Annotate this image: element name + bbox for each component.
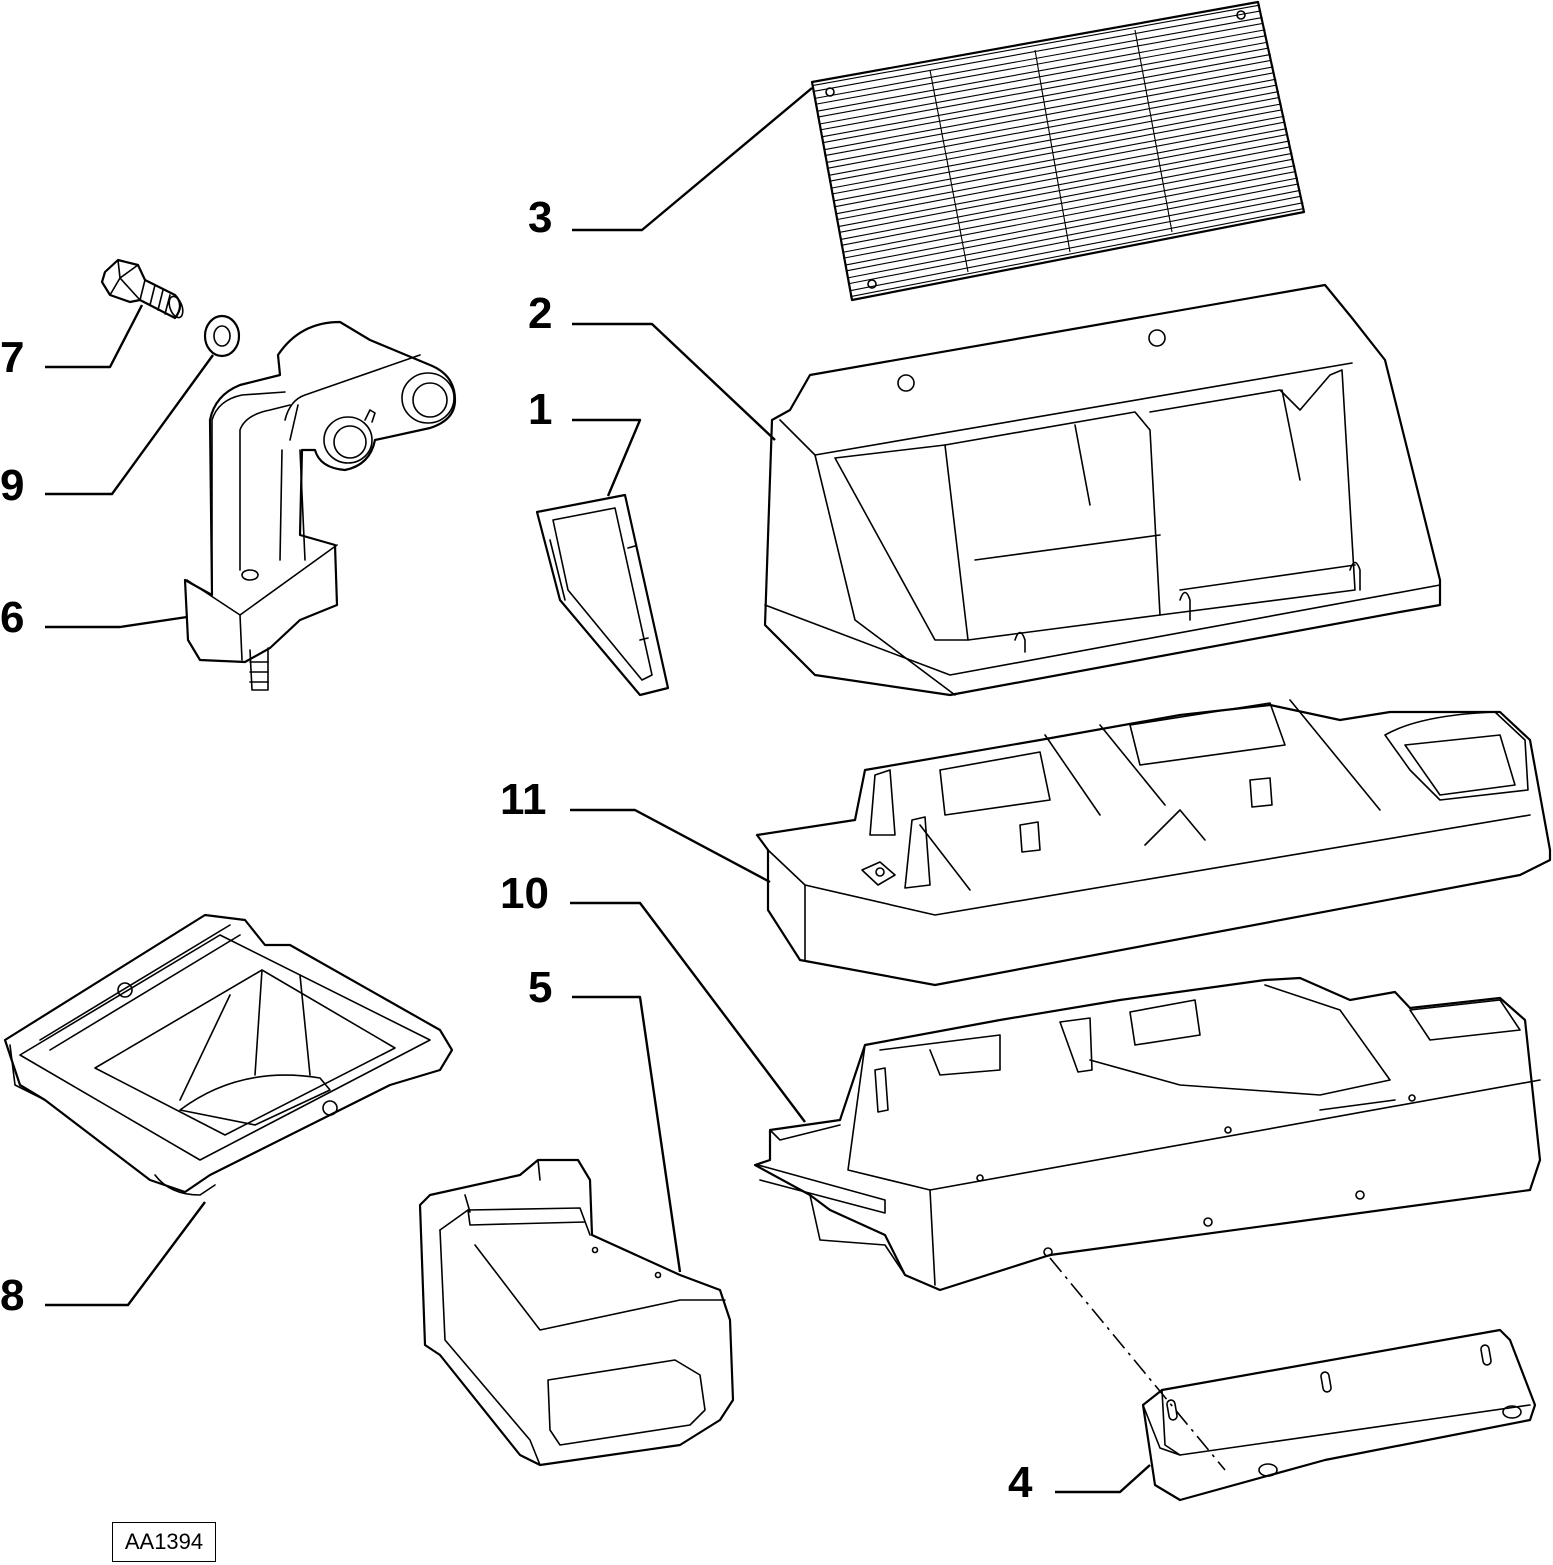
leader-line-8 (45, 1201, 206, 1307)
grille-slat (826, 78, 1277, 170)
reference-code: AA1394 (124, 1529, 204, 1554)
callout-10: 10 (500, 869, 549, 918)
grille-slat (833, 115, 1285, 208)
callout-8: 8 (0, 1271, 24, 1320)
leader-line-9 (45, 354, 214, 496)
grille-slat (836, 128, 1287, 221)
grille-slat (824, 66, 1274, 157)
leader-line-6 (45, 615, 188, 629)
callout-9: 9 (0, 461, 24, 510)
grille-slat (819, 41, 1269, 131)
grille-slat (812, 4, 1260, 93)
grille-slat (843, 165, 1296, 259)
grille-slat (850, 202, 1304, 298)
callout-11: 11 (500, 775, 547, 824)
callout-labels: 3 2 1 11 10 5 4 7 9 6 8 (0, 193, 1033, 1507)
callout-2: 2 (528, 289, 552, 338)
callout-6: 6 (0, 593, 24, 642)
part-8-flanged-pan (3, 913, 454, 1196)
grille-slat (847, 189, 1301, 285)
part-4-bracket (1141, 1328, 1537, 1502)
callout-3: 3 (528, 193, 552, 242)
grille-slat (829, 90, 1279, 182)
callout-1: 1 (528, 385, 552, 434)
callout-5: 5 (528, 963, 552, 1012)
leader-line-11 (570, 808, 771, 884)
assembly-centerline (1049, 1257, 1226, 1471)
part-7-bolt (100, 258, 184, 320)
grille-slat (822, 53, 1271, 144)
leader-line-3 (572, 87, 813, 232)
part-10-lower-tray (753, 976, 1542, 1292)
callout-4: 4 (1008, 1458, 1033, 1507)
leader-line-10 (570, 901, 806, 1123)
grille-slat (814, 16, 1263, 105)
leader-line-1 (572, 418, 642, 497)
callout-7: 7 (0, 333, 24, 382)
reference-code-box: AA1394 (112, 1522, 216, 1562)
part-6-pipe-fitting (183, 320, 457, 691)
part-9-washer (203, 314, 241, 358)
part-11-middle-housing (755, 699, 1552, 987)
grille-slat (817, 29, 1266, 118)
grille-slat (831, 103, 1282, 195)
grille-slat (840, 152, 1293, 246)
part-5-duct-cover (418, 1158, 735, 1467)
leader-line-7 (45, 304, 144, 369)
leader-lines (45, 87, 1151, 1494)
leader-line-4 (1055, 1464, 1151, 1494)
leader-line-5 (572, 995, 682, 1273)
grille-slat (845, 177, 1298, 272)
grille-slat (838, 140, 1290, 234)
part-2-upper-housing (763, 283, 1442, 697)
leader-line-2 (572, 322, 776, 441)
part-1-deflector (535, 493, 670, 697)
part-3-grille (810, 0, 1306, 302)
